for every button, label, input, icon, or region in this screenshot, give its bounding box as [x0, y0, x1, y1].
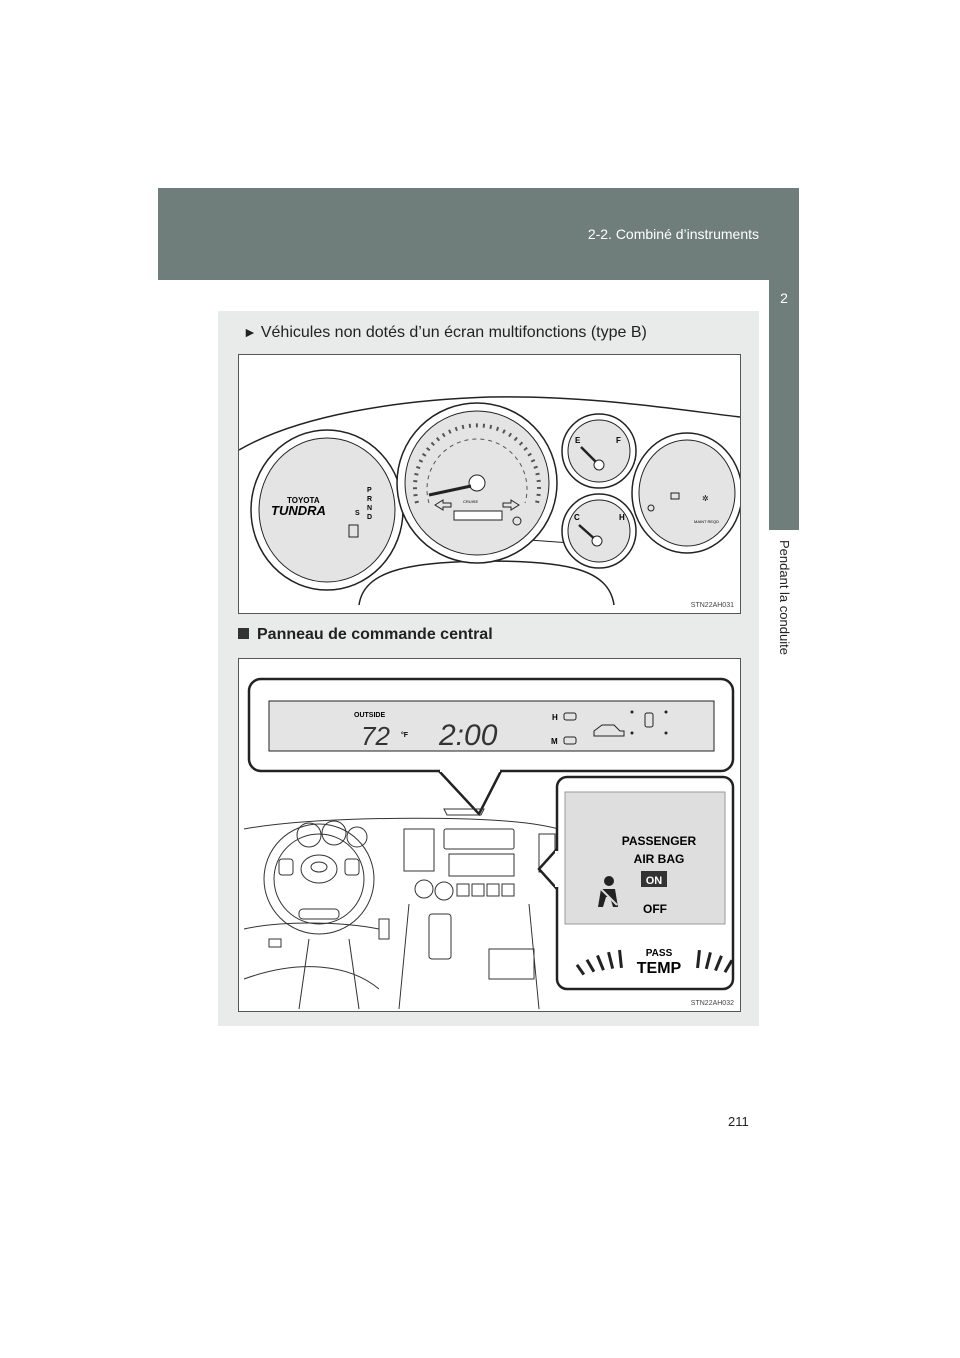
figure-caption: ►Véhicules non dotés d’un écran multifon…: [243, 324, 647, 342]
reset-knob: [512, 516, 522, 526]
model-label: TUNDRA: [271, 503, 326, 518]
center-panel-drawing: OUTSIDE 72 °F 2:00 H M: [243, 677, 735, 1010]
square-bullet-icon: [238, 628, 249, 639]
passenger-label: PASSENGER: [622, 834, 697, 848]
temp-unit: °F: [401, 731, 409, 739]
instrument-cluster-figure: TOYOTA TUNDRA P R N D S CRUISE E F: [238, 354, 741, 614]
section-heading-text: Panneau de commande central: [257, 626, 493, 643]
sun-icon: ✲: [702, 494, 709, 503]
gear-n: N: [367, 505, 372, 512]
section-heading: Panneau de commande central: [238, 626, 493, 644]
hour-label: H: [552, 713, 558, 722]
temp-h-label: H: [619, 513, 625, 522]
temp-label: TEMP: [637, 960, 682, 977]
gear-r: R: [367, 496, 372, 503]
car-top-icon: [644, 712, 654, 728]
temp-level-bars: [575, 949, 734, 976]
temp-c-label: C: [574, 513, 580, 522]
gear-p: P: [367, 487, 372, 494]
car-icon: [593, 724, 625, 737]
needle-hub: [468, 474, 486, 492]
warning-light-icon: [647, 504, 655, 512]
left-turn-arrow-icon: [434, 499, 452, 511]
gear-d: D: [367, 514, 372, 521]
header-band: 2-2. Combiné d’instruments: [158, 188, 799, 280]
right-turn-arrow-icon: [502, 499, 520, 511]
chapter-number: 2: [780, 290, 788, 306]
chapter-label: Pendant la conduite: [777, 540, 792, 655]
hour-button[interactable]: [563, 712, 577, 721]
battery-icon: [670, 492, 680, 500]
cruise-label: CRUISE: [463, 499, 478, 504]
square-indicator-icon: [348, 524, 359, 538]
maint-label: MAINT REQD: [694, 519, 719, 524]
section-title: 2-2. Combiné d’instruments: [587, 226, 759, 242]
center-panel-figure: OUTSIDE 72 °F 2:00 H M: [238, 658, 741, 1012]
chapter-tab: 2: [769, 265, 799, 530]
airbag-label: AIR BAG: [634, 852, 685, 866]
triangle-arrow-icon: ►: [243, 324, 257, 340]
instrument-cluster-drawing: TOYOTA TUNDRA P R N D S CRUISE E F: [239, 396, 740, 606]
off-label: OFF: [643, 902, 667, 916]
page-number: 211: [728, 1114, 749, 1129]
figure-code: STN22AH031: [690, 602, 734, 609]
fuel-f-label: F: [616, 436, 621, 445]
brand-label: TOYOTA: [287, 496, 320, 505]
speed-needle: [428, 484, 472, 497]
figure-code: STN22AH032: [690, 1000, 734, 1007]
pass-label: PASS: [646, 948, 673, 959]
minute-button[interactable]: [563, 736, 577, 745]
on-label: ON: [646, 875, 663, 887]
outside-label: OUTSIDE: [354, 712, 385, 719]
minute-label: M: [551, 737, 558, 746]
on-indicator: [641, 871, 667, 887]
seatbelt-icon: [598, 876, 618, 907]
outside-temp: 72: [361, 721, 390, 751]
content-box: ►Véhicules non dotés d’un écran multifon…: [218, 311, 759, 1026]
odometer-window: [453, 510, 503, 521]
gear-s: S: [355, 510, 360, 517]
caption-text: Véhicules non dotés d’un écran multifonc…: [260, 324, 647, 341]
fuel-e-label: E: [575, 436, 581, 445]
clock-time: 2:00: [438, 719, 498, 752]
